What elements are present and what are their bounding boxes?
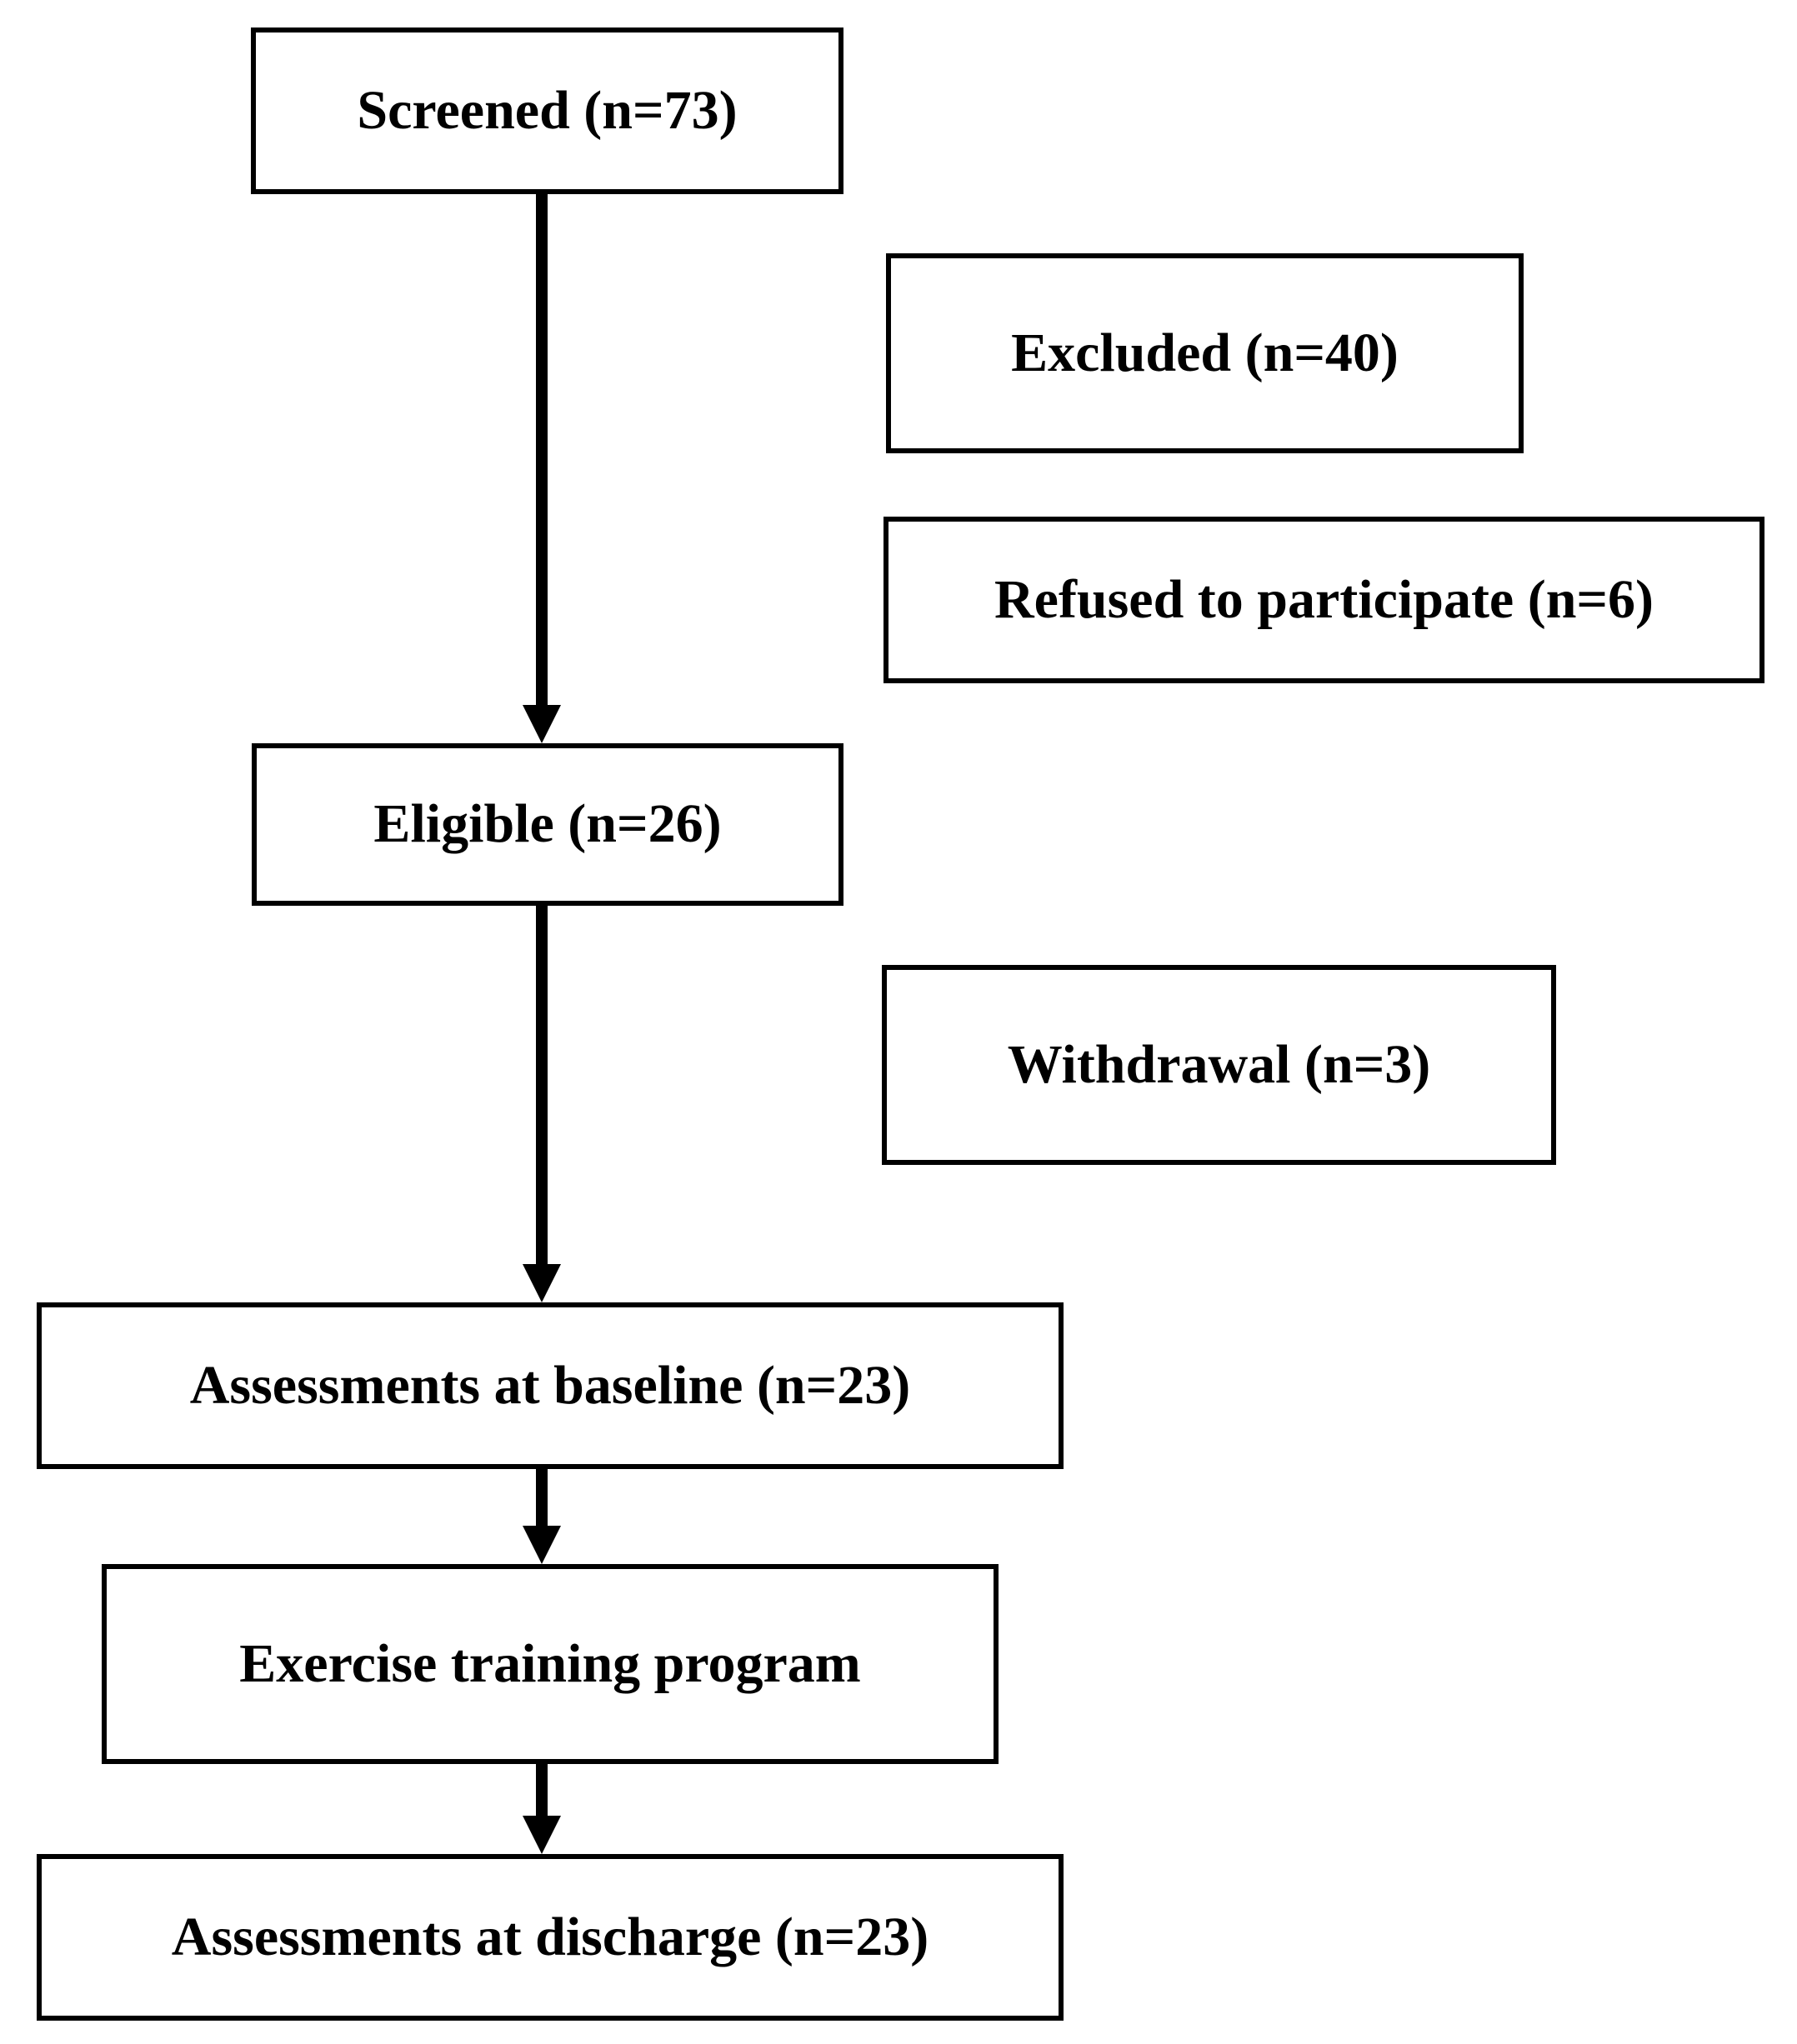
flow-box-exercise-training-program-label: Exercise training program [239, 1632, 861, 1694]
flow-box-eligible: Eligible (n=26) [252, 743, 843, 906]
arrow-eligible-to-baseline-head-icon [523, 1264, 561, 1302]
flow-box-screened: Screened (n=73) [251, 27, 843, 194]
flow-box-withdrawal-label: Withdrawal (n=3) [1007, 1033, 1431, 1095]
flow-box-excluded-label: Excluded (n=40) [1011, 322, 1399, 383]
flow-box-assessments-discharge-label: Assessments at discharge (n=23) [171, 1906, 929, 1967]
flow-box-assessments-baseline: Assessments at baseline (n=23) [37, 1302, 1064, 1469]
flow-box-assessments-discharge: Assessments at discharge (n=23) [37, 1854, 1064, 2021]
arrow-eligible-to-baseline-stem [536, 906, 548, 1264]
arrow-exercise-to-discharge-head-icon [523, 1816, 561, 1854]
arrow-screened-to-eligible-head-icon [523, 705, 561, 743]
arrow-baseline-to-exercise-head-icon [523, 1526, 561, 1564]
flow-box-withdrawal: Withdrawal (n=3) [882, 965, 1556, 1165]
flow-box-refused-to-participate-label: Refused to participate (n=6) [994, 568, 1654, 630]
flow-box-eligible-label: Eligible (n=26) [373, 793, 722, 855]
arrow-exercise-to-discharge-stem [536, 1764, 548, 1816]
flow-box-refused-to-participate: Refused to participate (n=6) [883, 517, 1764, 683]
flow-box-assessments-baseline-label: Assessments at baseline (n=23) [189, 1354, 911, 1416]
flow-box-screened-label: Screened (n=73) [357, 79, 738, 141]
flow-box-excluded: Excluded (n=40) [886, 253, 1524, 453]
arrow-baseline-to-exercise-stem [536, 1469, 548, 1526]
flow-box-exercise-training-program: Exercise training program [102, 1564, 999, 1764]
arrow-screened-to-eligible-stem [536, 194, 548, 705]
